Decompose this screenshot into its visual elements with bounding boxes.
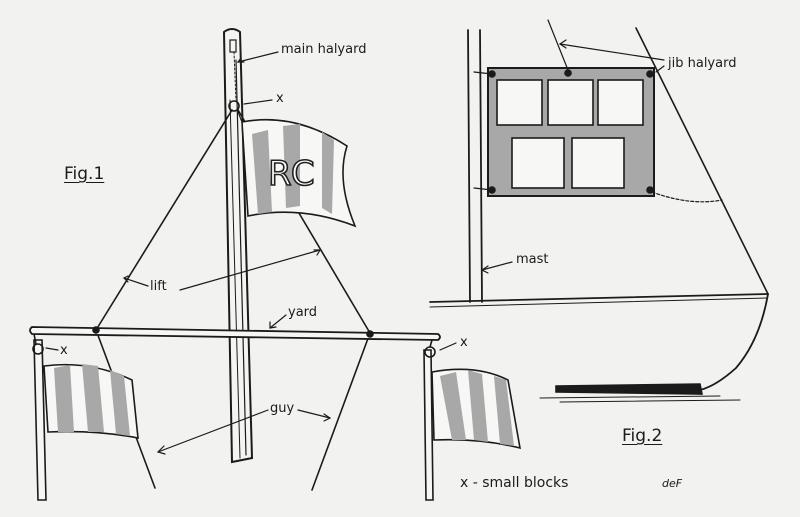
fig1-caption: Fig.1 <box>64 164 105 184</box>
label-jib-halyard: jib halyard <box>668 56 737 71</box>
main-mast <box>222 28 254 464</box>
right-flag <box>431 368 522 450</box>
rc-flag <box>237 111 357 228</box>
flag-rc-text: RC <box>267 153 316 195</box>
fig2-mast <box>467 29 483 303</box>
legend-small-blocks: x - small blocks <box>460 475 569 491</box>
fig2-leaders <box>480 19 665 274</box>
label-yard: yard <box>288 305 318 320</box>
fig2-hull <box>429 293 769 403</box>
left-flag <box>43 363 139 439</box>
artist-signature: deF <box>662 477 683 490</box>
label-lift: lift <box>150 279 167 294</box>
label-x-right-block: x <box>460 335 468 350</box>
label-x-left-block: x <box>60 343 68 358</box>
label-x-top-block: x <box>276 91 284 106</box>
label-guy: guy <box>270 401 295 416</box>
jib-sail <box>635 27 769 295</box>
signal-board <box>473 67 723 203</box>
yard <box>29 326 441 341</box>
fig1-leaders <box>45 51 457 455</box>
right-pole <box>423 339 436 501</box>
fig2-caption: Fig.2 <box>622 426 663 446</box>
label-mast: mast <box>516 252 549 267</box>
left-pole <box>32 333 47 501</box>
label-main-halyard: main halyard <box>281 42 367 57</box>
